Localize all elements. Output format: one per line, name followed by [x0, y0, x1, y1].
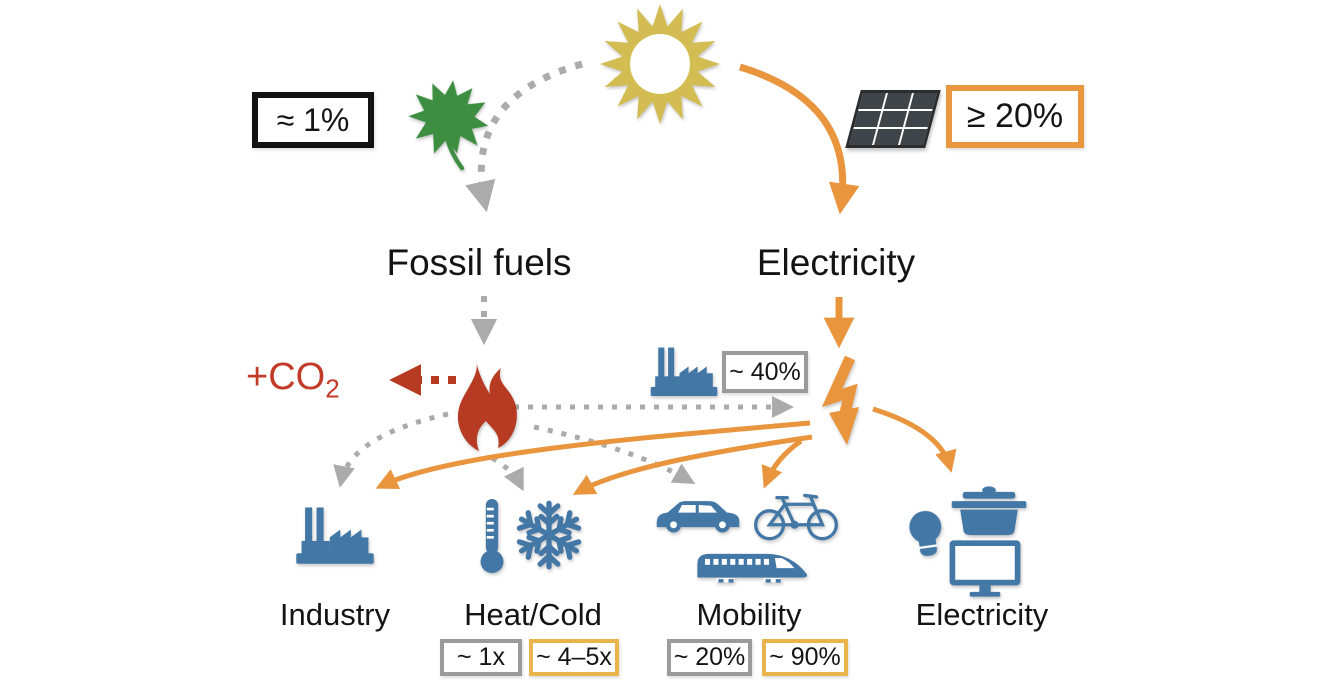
mobility-electric-efficiency-badge: ~ 90% — [762, 639, 848, 676]
photosynthesis-efficiency-badge: ≈ 1% — [252, 92, 374, 148]
snowflake-icon — [512, 498, 586, 572]
monitor-icon — [948, 540, 1022, 597]
heat-cold-label: Heat/Cold — [464, 597, 602, 632]
sun-icon — [598, 2, 722, 126]
pv-efficiency-badge: ≥ 20% — [946, 85, 1084, 148]
arrow-bolt-to-heatcold — [572, 434, 813, 495]
train-icon — [694, 547, 812, 586]
industry-label: Industry — [279, 597, 391, 632]
factory-icon — [291, 502, 379, 564]
power-plant-icon — [646, 343, 722, 396]
power-plant-efficiency-badge: ~ 40% — [722, 351, 808, 393]
mobility-fossil-efficiency-badge: ~ 20% — [667, 639, 752, 676]
solar-panel-icon — [845, 90, 941, 148]
heat-cold-electric-factor-badge: ~ 4–5x — [529, 639, 619, 676]
arrow-sun-to-electricity — [738, 63, 860, 215]
arrow-bolt-to-mobility — [761, 438, 803, 489]
lightbulb-icon — [904, 506, 950, 573]
heat-cold-fossil-factor-badge: ~ 1x — [440, 639, 522, 676]
co2-label: +CO2 — [246, 356, 340, 404]
lightning-bolt-icon — [806, 352, 866, 454]
arrow-fire-to-industry — [333, 411, 449, 488]
arrow-bolt-to-industry — [375, 420, 811, 490]
car-icon — [652, 492, 744, 534]
fossil-fuels-label: Fossil fuels — [386, 242, 572, 283]
arrow-bolt-to-electricity-use — [872, 406, 957, 473]
arrow-fire-to-heatcold — [490, 455, 524, 492]
leaf-icon — [397, 72, 497, 175]
bicycle-icon — [752, 488, 840, 541]
cooking-pot-icon — [950, 484, 1028, 537]
electricity-use-label: Electricity — [915, 597, 1049, 632]
mobility-label: Mobility — [696, 597, 802, 632]
thermometer-icon — [477, 497, 507, 575]
fire-icon — [446, 358, 526, 458]
electricity-carrier-label: Electricity — [756, 242, 916, 283]
